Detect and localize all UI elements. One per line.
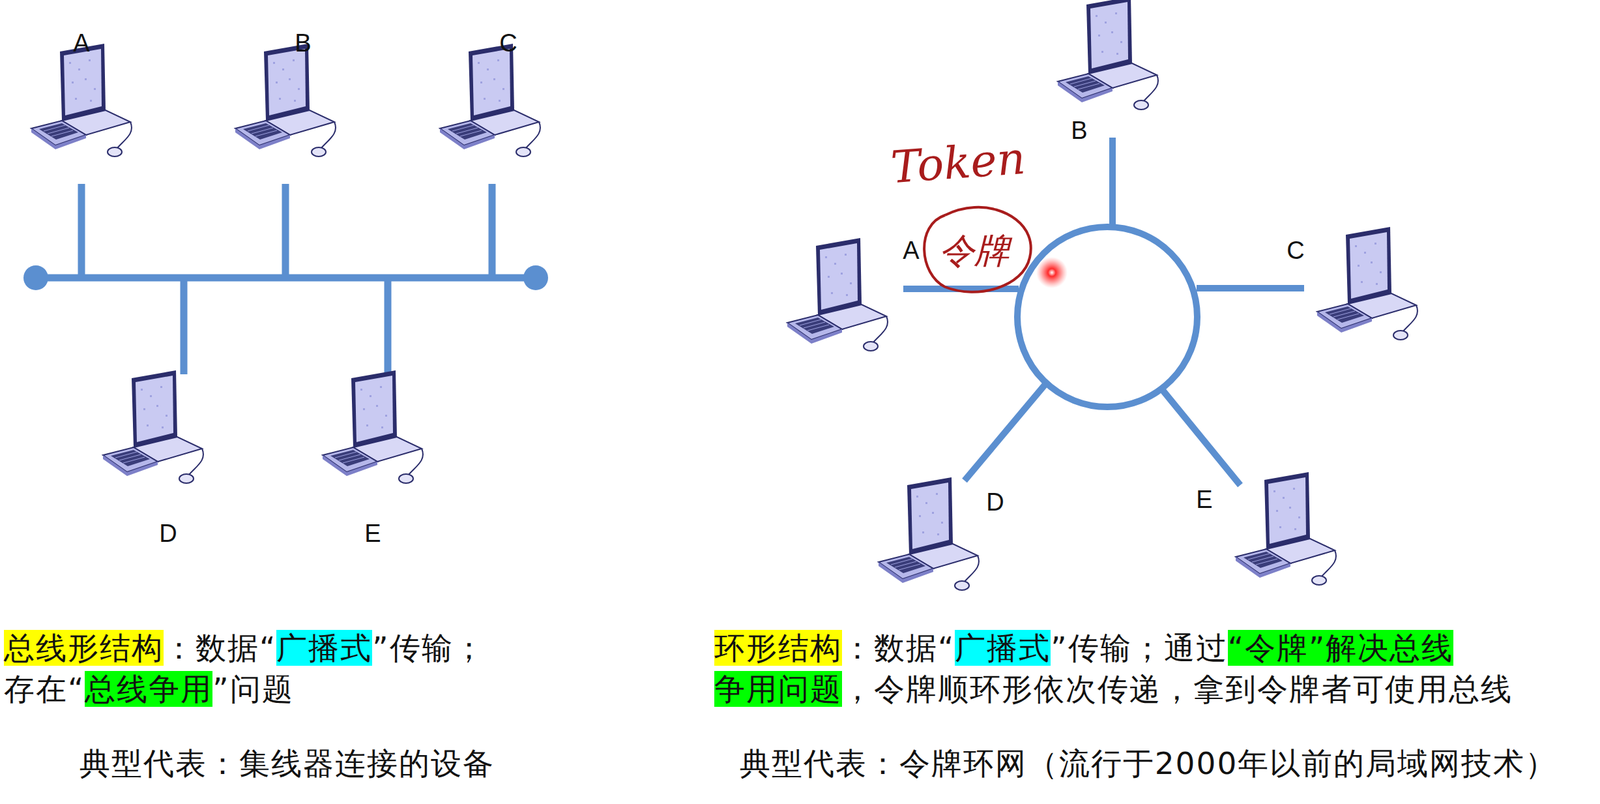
highlight-text: “令牌”解决总线 <box>1227 629 1455 666</box>
highlight-text: 总线形结构 <box>3 629 164 666</box>
node-letter: D <box>159 520 177 546</box>
node-letter: A <box>902 237 919 263</box>
node-letter: E <box>364 520 381 546</box>
handwritten-note: 令牌 <box>939 233 1010 269</box>
body-text: ：数据“ <box>163 629 277 666</box>
node-letter: C <box>499 30 517 56</box>
laptop-node: E <box>317 368 429 490</box>
laptop-node: C <box>1311 225 1423 347</box>
node-letter: C <box>1286 237 1305 263</box>
laptop-node: C <box>434 42 546 163</box>
body-text: ”传输；通过 <box>1050 629 1228 666</box>
node-letter: E <box>1195 486 1213 512</box>
laptop-node: A <box>26 42 137 163</box>
laptop-node: B <box>1052 0 1164 117</box>
node-letter: D <box>986 489 1004 515</box>
body-text: ，令牌顺环形依次传递，拿到令牌者可使用总线 <box>842 670 1513 707</box>
laptop-icon <box>317 368 429 490</box>
bus-terminator <box>523 265 549 291</box>
laptop-node: A <box>782 236 893 358</box>
highlight-text: 广播式 <box>276 629 373 666</box>
laptop-icon <box>1311 225 1423 347</box>
laptop-node: D <box>97 368 209 490</box>
body-text: ：数据“ <box>842 629 955 666</box>
laptop-node: D <box>873 475 985 597</box>
laptop-node: E <box>1230 470 1342 592</box>
highlight-text: 争用问题 <box>714 670 843 707</box>
bus-terminator <box>23 265 49 291</box>
token-dot <box>1036 256 1068 289</box>
hand-circle <box>924 207 1032 292</box>
text-line: 典型代表：令牌环网（流行于2000年以前的局域网技术） <box>739 744 1558 783</box>
laptop-icon <box>1052 0 1164 117</box>
text-line: 争用问题，令牌顺环形依次传递，拿到令牌者可使用总线 <box>714 669 1513 709</box>
laptop-icon <box>26 42 137 163</box>
text-line: 典型代表：集线器连接的设备 <box>79 744 495 783</box>
highlight-text: 环形结构 <box>714 629 843 666</box>
node-letter: B <box>1070 117 1088 143</box>
text-line: 环形结构：数据“广播式”传输；通过“令牌”解决总线 <box>714 628 1454 668</box>
node-letter: B <box>294 30 311 56</box>
node-letter: A <box>72 30 90 56</box>
laptop-node: B <box>230 42 341 163</box>
text-line: 存在“总线争用”问题 <box>3 669 294 709</box>
handwritten-note: Token <box>889 136 1028 190</box>
laptop-icon <box>782 236 893 358</box>
laptop-icon <box>97 368 209 490</box>
body-text: ”问题 <box>212 670 294 707</box>
laptop-icon <box>1230 470 1342 592</box>
body-text: ”传输； <box>372 629 485 666</box>
bus-cable <box>35 183 536 375</box>
highlight-text: 广播式 <box>954 629 1051 666</box>
body-text: 典型代表：集线器连接的设备 <box>79 744 495 781</box>
body-text: 典型代表：令牌环网（流行于2000年以前的局域网技术） <box>739 744 1558 781</box>
ring-cable <box>903 137 1305 485</box>
laptop-icon <box>434 42 546 163</box>
laptop-icon <box>230 42 341 163</box>
highlight-text: 总线争用 <box>84 670 213 707</box>
laptop-icon <box>873 475 985 597</box>
body-text: 存在“ <box>3 670 85 707</box>
text-line: 总线形结构：数据“广播式”传输； <box>3 628 486 668</box>
